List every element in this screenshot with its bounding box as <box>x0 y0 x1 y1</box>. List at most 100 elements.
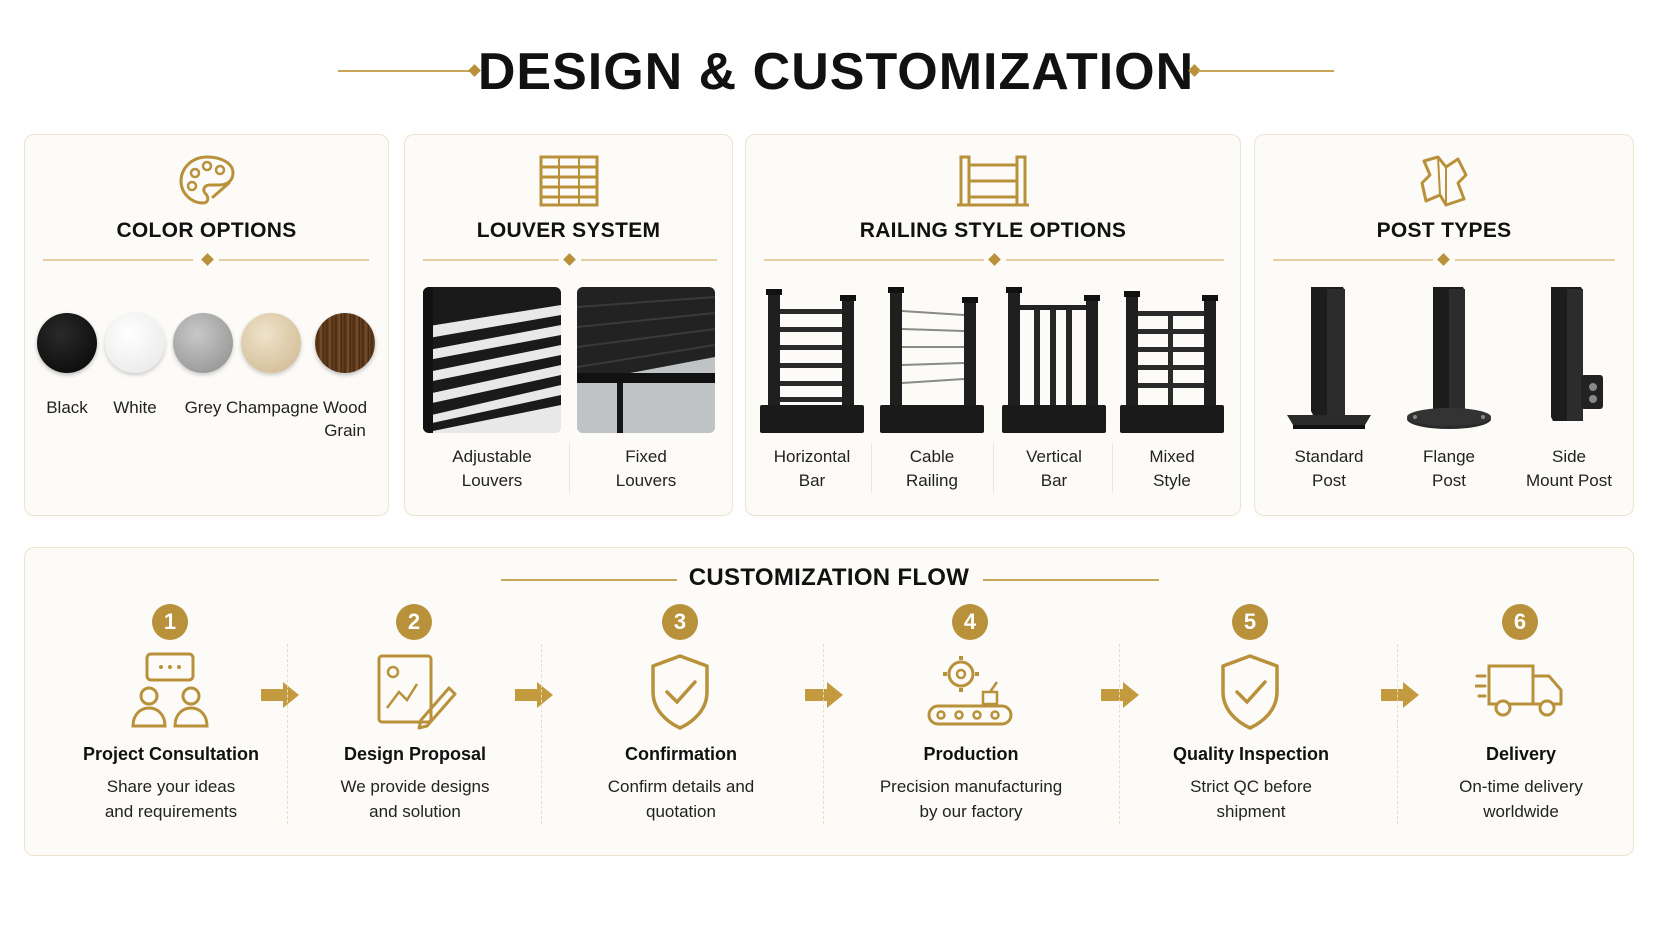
standard-post-label-1: Standard <box>1294 447 1364 466</box>
header-left-rule <box>338 70 474 72</box>
customization-flow-panel: CUSTOMIZATION FLOW 1 Project Consultatio… <box>24 547 1634 856</box>
side-mount-post-image <box>1521 283 1617 435</box>
flow-arrow-icon <box>261 682 299 708</box>
consultation-icon <box>125 652 215 732</box>
header-right-rule <box>1198 70 1334 72</box>
horizontal-bar-label-1: Horizontal <box>773 447 851 466</box>
page-title: DESIGN & CUSTOMIZATION <box>477 43 1195 101</box>
standard-post-image <box>1281 283 1377 435</box>
louver-system-title: LOUVER SYSTEM <box>476 219 661 242</box>
step-number-badge: 4 <box>952 604 988 640</box>
flow-arrow-icon <box>1101 682 1139 708</box>
flange-post-label-1: Flange <box>1423 447 1475 466</box>
cable-railing-label-1: Cable <box>909 447 955 466</box>
flow-arrow-icon <box>805 682 843 708</box>
louver-system-card: LOUVER SYSTEM <box>404 134 733 516</box>
adjustable-louvers-label-2: Louvers <box>461 471 523 490</box>
fixed-louvers-label-1: Fixed <box>625 447 667 466</box>
flow-divider <box>287 644 288 824</box>
cable-railing-label-2: Railing <box>906 471 958 490</box>
louver-separator-diamond <box>563 253 576 266</box>
step-number-badge: 1 <box>152 604 188 640</box>
flow-arrow-icon <box>1381 682 1419 708</box>
post-types-card: POST TYPES Standard Post Flang <box>1254 134 1634 516</box>
step-name: Design Proposal <box>343 744 487 764</box>
railing-separator-diamond <box>988 253 1001 266</box>
step-name: Delivery <box>1485 744 1557 764</box>
step-name: Quality Inspection <box>1172 744 1330 764</box>
railing-divider-1 <box>871 443 872 493</box>
railing-divider-3 <box>1112 443 1113 493</box>
swatch-black[interactable] <box>37 313 97 373</box>
step-number-badge: 6 <box>1502 604 1538 640</box>
flow-divider <box>823 644 824 824</box>
color-options-title: COLOR OPTIONS <box>116 219 297 242</box>
swatch-champagne[interactable] <box>241 313 301 373</box>
railing-divider-2 <box>993 443 994 493</box>
step-name: Confirmation <box>625 744 737 764</box>
post-separator-diamond <box>1437 253 1450 266</box>
adjustable-louvers-label-1: Adjustable <box>452 447 532 466</box>
louver-separator-right <box>581 259 717 261</box>
swatch-label-black: Black <box>46 398 88 417</box>
swatch-grey[interactable] <box>173 313 233 373</box>
swatch-label-white: White <box>113 398 157 417</box>
post-icon <box>1255 153 1633 211</box>
post-types-title: POST TYPES <box>1376 219 1512 242</box>
step-number-badge: 5 <box>1232 604 1268 640</box>
louver-divider <box>569 443 570 493</box>
railing-style-card: RAILING STYLE OPTIONS <box>745 134 1241 516</box>
quality-shield-icon <box>1205 652 1295 732</box>
railing-icon <box>746 153 1240 211</box>
louver-icon <box>405 153 732 211</box>
swatch-label-wood: Wood <box>322 398 368 417</box>
swatch-white[interactable] <box>105 313 165 373</box>
flow-title-left-rule <box>501 579 677 581</box>
mixed-style-label-1: Mixed <box>1149 447 1195 466</box>
customization-flow-title: CUSTOMIZATION FLOW <box>688 564 970 591</box>
color-separator-left <box>43 259 193 261</box>
railing-style-title: RAILING STYLE OPTIONS <box>859 219 1127 242</box>
color-separator-right <box>219 259 369 261</box>
flange-post-image <box>1401 283 1497 435</box>
factory-conveyor-icon <box>925 652 1015 732</box>
flow-arrow-icon <box>515 682 553 708</box>
louver-separator-left <box>423 259 559 261</box>
horizontal-bar-image <box>760 287 864 435</box>
flow-title-right-rule <box>983 579 1159 581</box>
page-header: DESIGN & CUSTOMIZATION <box>0 32 1672 112</box>
railing-separator-left <box>764 259 984 261</box>
fixed-louvers-photo <box>577 287 715 433</box>
step-name: Production <box>923 744 1019 764</box>
fixed-louvers-label-2: Louvers <box>615 471 677 490</box>
flange-post-label-2: Post <box>1431 471 1467 490</box>
vertical-bar-label-1: Vertical <box>1026 447 1082 466</box>
side-mount-post-label-1: Side <box>1551 447 1587 466</box>
vertical-bar-image <box>1002 287 1106 435</box>
side-mount-post-label-2: Mount Post <box>1526 471 1612 490</box>
swatch-label-champagne: Champagne <box>226 398 319 417</box>
shield-check-icon <box>635 652 725 732</box>
step-name: Project Consultation <box>82 744 259 764</box>
vertical-bar-label-2: Bar <box>1040 471 1068 490</box>
palette-icon <box>25 153 388 211</box>
flow-divider <box>1119 644 1120 824</box>
adjustable-louvers-photo <box>423 287 561 433</box>
swatch-wood-grain[interactable] <box>315 313 375 373</box>
flow-divider <box>1397 644 1398 824</box>
flow-divider <box>541 644 542 824</box>
standard-post-label-2: Post <box>1311 471 1347 490</box>
railing-separator-right <box>1006 259 1224 261</box>
cable-railing-image <box>880 287 984 435</box>
truck-icon <box>1473 652 1565 732</box>
